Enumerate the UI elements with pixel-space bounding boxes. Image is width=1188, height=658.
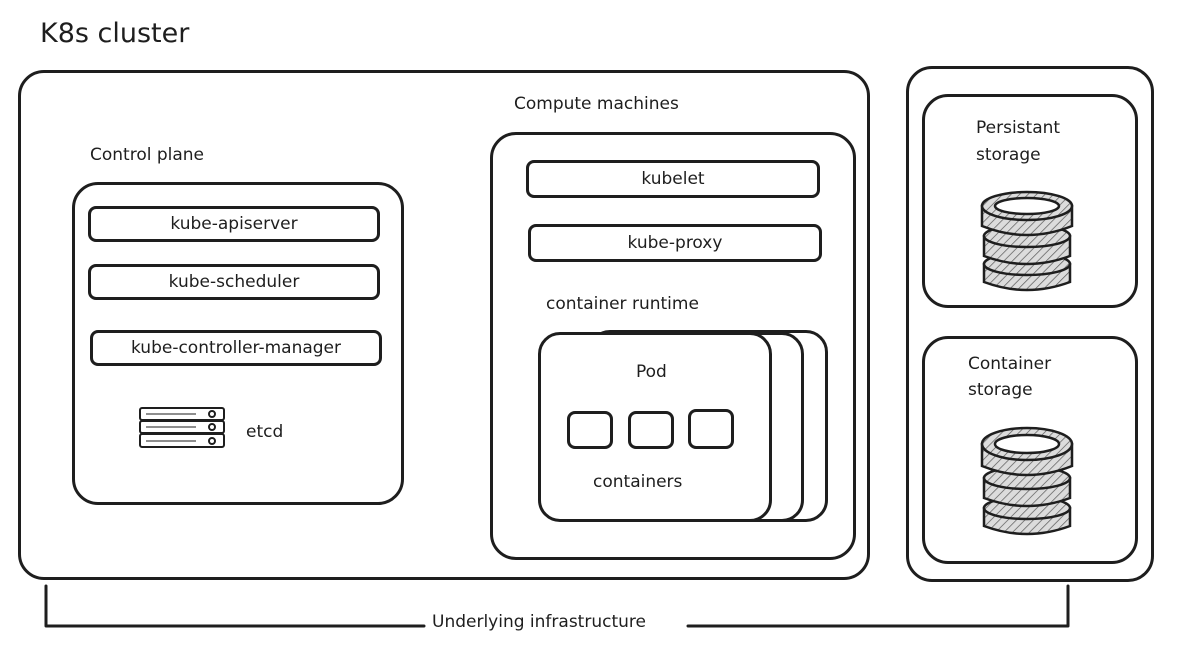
container-storage-label-line2: storage	[968, 380, 1033, 400]
compute-machines-label: Compute machines	[514, 94, 679, 114]
etcd-label: etcd	[246, 422, 284, 442]
container-runtime-label: container runtime	[546, 294, 699, 314]
kube-scheduler-label: kube-scheduler	[168, 272, 300, 292]
control-plane-label: Control plane	[90, 145, 205, 165]
container-icon-3	[688, 409, 734, 449]
kubelet-label: kubelet	[641, 169, 705, 189]
persistent-storage-label-line1: Persistant	[976, 118, 1061, 138]
diagram-title: K8s cluster	[40, 18, 190, 49]
container-icon-1	[567, 411, 613, 449]
persistent-database-icon	[980, 190, 1074, 292]
kube-proxy-label: kube-proxy	[627, 233, 723, 253]
kube-controller-manager-label: kube-controller-manager	[130, 338, 342, 358]
kube-scheduler-box: kube-scheduler	[88, 264, 380, 300]
persistent-storage-label-line2: storage	[976, 145, 1041, 165]
container-storage-label-line1: Container	[968, 354, 1052, 374]
kube-apiserver-box: kube-apiserver	[88, 206, 380, 242]
infrastructure-label: Underlying infrastructure	[432, 612, 646, 632]
kube-proxy-box: kube-proxy	[528, 224, 822, 262]
pod-label: Pod	[636, 362, 667, 382]
kube-apiserver-label: kube-apiserver	[170, 214, 298, 234]
container-database-icon	[980, 426, 1074, 536]
kubelet-box: kubelet	[526, 160, 820, 198]
container-icon-2	[628, 411, 674, 449]
containers-label: containers	[593, 472, 683, 492]
kube-controller-manager-box: kube-controller-manager	[90, 330, 382, 366]
